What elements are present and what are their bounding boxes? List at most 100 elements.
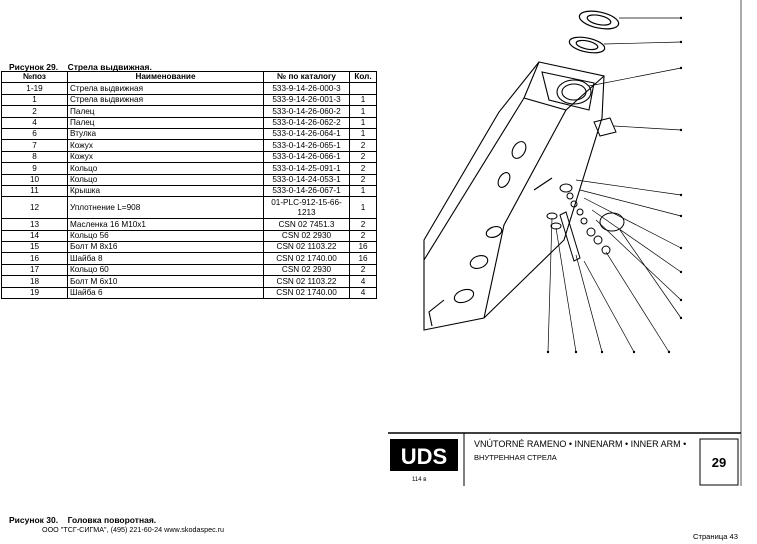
header-name: Наименование bbox=[67, 70, 264, 84]
cell-quantity: 1 bbox=[349, 196, 377, 220]
cell-catalog: CSN 02 1740.00 bbox=[263, 252, 350, 265]
cell-position: 15 bbox=[1, 241, 68, 254]
cell-position: 7 bbox=[1, 139, 68, 152]
cell-quantity: 16 bbox=[349, 241, 377, 254]
cell-position: 11 bbox=[1, 184, 68, 198]
cell-position: 17 bbox=[1, 263, 68, 277]
cell-catalog: CSN 02 1103.22 bbox=[263, 241, 350, 254]
cell-name: Кожух bbox=[67, 139, 264, 152]
page-number: Страница 43 bbox=[693, 532, 738, 541]
leader-lines bbox=[547, 17, 682, 353]
table-header-row: №поз Наименование № по каталогу Кол. bbox=[1, 70, 377, 84]
cell-name: Кольцо bbox=[67, 162, 264, 175]
cell-quantity: 4 bbox=[349, 286, 377, 300]
cell-name: Кольцо bbox=[67, 173, 264, 186]
uds-logo-box bbox=[390, 439, 458, 471]
cell-position: 10 bbox=[1, 173, 68, 186]
cell-name: Кольцо 56 bbox=[67, 229, 264, 243]
cell-catalog: 533-0-14-26-064-1 bbox=[263, 127, 350, 141]
cell-quantity: 1 bbox=[349, 184, 377, 198]
cell-position: 14 bbox=[1, 229, 68, 243]
cell-name: Палец bbox=[67, 105, 264, 118]
exploded-drawing: UDS 114 в VNÚTORNÉ RAMENO • INNENARM • I… bbox=[388, 0, 742, 486]
uds-logo: UDS bbox=[401, 444, 447, 469]
cell-catalog: 533-0-14-26-065-1 bbox=[263, 139, 350, 152]
cell-catalog: 533-0-14-25-091-1 bbox=[263, 162, 350, 175]
figure-29-title: Рисунок 29. Стрела выдвижная. bbox=[9, 62, 152, 72]
cell-position: 1-19 bbox=[1, 82, 68, 95]
caption-line-1: VNÚTORNÉ RAMENO • INNENARM • INNER ARM • bbox=[474, 439, 686, 449]
cell-name: Шайба 6 bbox=[67, 286, 264, 300]
figure-caption: Головка поворотная. bbox=[67, 515, 157, 525]
cell-quantity: 2 bbox=[349, 173, 377, 186]
cell-name: Крышка bbox=[67, 184, 264, 198]
cell-catalog: CSN 02 2930 bbox=[263, 229, 350, 243]
cell-position: 6 bbox=[1, 127, 68, 141]
cell-catalog: 533-9-14-26-001-3 bbox=[263, 93, 350, 107]
cell-position: 16 bbox=[1, 252, 68, 265]
cell-quantity: 1 bbox=[349, 127, 377, 141]
cell-catalog: 533-0-14-26-067-1 bbox=[263, 184, 350, 198]
caption-line-2: ВНУТРЕННАЯ СТРЕЛА bbox=[474, 453, 557, 462]
cell-quantity: 2 bbox=[349, 263, 377, 277]
cell-quantity: 2 bbox=[349, 229, 377, 243]
cell-name: Стрела выдвижная bbox=[67, 93, 264, 107]
cell-catalog: CSN 02 1103.22 bbox=[263, 275, 350, 288]
cell-name: Болт М 8х16 bbox=[67, 241, 264, 254]
cell-catalog: 533-0-14-26-060-2 bbox=[263, 105, 350, 118]
cell-catalog: 533-0-14-26-066-1 bbox=[263, 150, 350, 164]
page-number-box-text: 29 bbox=[712, 455, 726, 470]
cell-catalog: 533-0-14-26-062-2 bbox=[263, 116, 350, 129]
cell-name: Болт М 6х10 bbox=[67, 275, 264, 288]
cell-name: Кожух bbox=[67, 150, 264, 164]
cell-quantity: 1 bbox=[349, 93, 377, 107]
cell-name: Палец bbox=[67, 116, 264, 129]
figure-caption: Стрела выдвижная. bbox=[67, 62, 152, 72]
page-number-box bbox=[699, 438, 739, 486]
cell-position: 1 bbox=[1, 93, 68, 107]
figure-30-title: Рисунок 30. Головка поворотная. bbox=[9, 515, 156, 525]
cell-catalog: 533-9-14-26-000-3 bbox=[263, 82, 350, 95]
cell-quantity: 1 bbox=[349, 116, 377, 129]
cell-catalog: 533-0-14-24-053-1 bbox=[263, 173, 350, 186]
cell-position: 8 bbox=[1, 150, 68, 164]
cell-catalog: CSN 02 7451.3 bbox=[263, 218, 350, 231]
figure-label: Рисунок 30. bbox=[9, 515, 59, 525]
cell-catalog: 01-PLC-912-15-66-1213 bbox=[263, 196, 350, 220]
seal-ring-top bbox=[568, 10, 620, 54]
cell-quantity: 16 bbox=[349, 252, 377, 265]
figure-label: Рисунок 29. bbox=[9, 62, 59, 72]
cell-quantity: 1 bbox=[349, 105, 377, 118]
footer-company: ООО "ТСГ-СИГМА", (495) 221-60-24 www.sko… bbox=[42, 525, 225, 534]
cell-name: Стрела выдвижная bbox=[67, 82, 264, 95]
small-parts bbox=[546, 117, 625, 262]
cell-quantity: 2 bbox=[349, 150, 377, 164]
leader-dots bbox=[546, 16, 683, 354]
uds-logo-subtitle: 114 в bbox=[412, 477, 426, 483]
cell-name: Масленка 16 М10х1 bbox=[67, 218, 264, 231]
cell-quantity: 2 bbox=[349, 162, 377, 175]
cell-catalog: CSN 02 2930 bbox=[263, 263, 350, 277]
cell-quantity: 2 bbox=[349, 218, 377, 231]
header-quantity: Кол. bbox=[349, 70, 377, 84]
cell-position: 13 bbox=[1, 218, 68, 231]
cell-quantity: 4 bbox=[349, 275, 377, 288]
boom-body bbox=[423, 61, 605, 331]
